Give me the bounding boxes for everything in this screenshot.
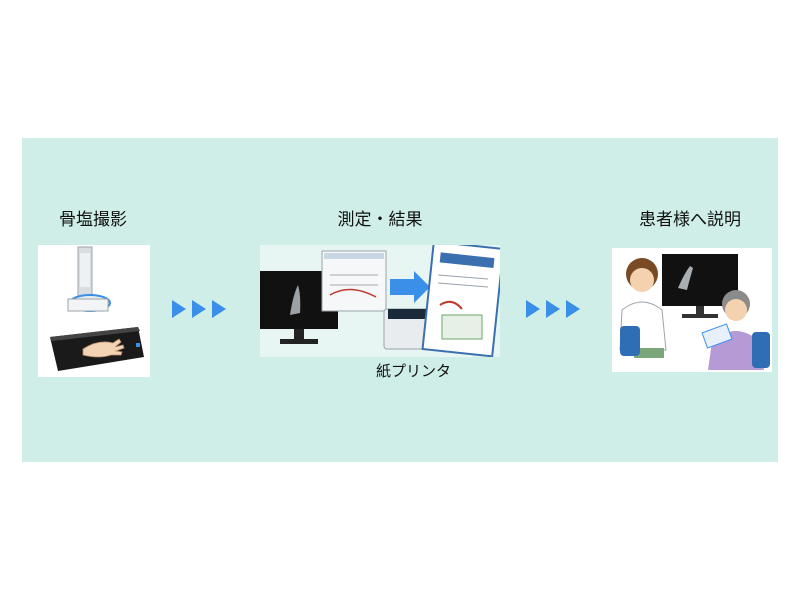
arrow-icon <box>172 300 186 318</box>
arrow-icon <box>546 300 560 318</box>
measurement-workstation-icon <box>260 245 500 357</box>
arrow-icon <box>212 300 226 318</box>
measurement-illustration <box>260 245 500 357</box>
arrow-icon <box>566 300 580 318</box>
arrow-icon <box>192 300 206 318</box>
xray-device-icon <box>50 246 144 371</box>
bone-imaging-illustration <box>38 245 150 377</box>
step-label-bone-imaging: 骨塩撮影 <box>59 210 127 230</box>
step-label-patient-explanation: 患者様へ説明 <box>639 210 741 230</box>
doctor-patient-icon <box>619 254 770 370</box>
printer-caption: 紙プリンタ <box>376 362 452 380</box>
arrow-icon <box>526 300 540 318</box>
step-label-measurement-result: 測定・結果 <box>337 210 423 230</box>
patient-explanation-illustration <box>612 248 772 372</box>
flow-arrows-1 <box>172 300 226 318</box>
flow-arrows-2 <box>526 300 580 318</box>
